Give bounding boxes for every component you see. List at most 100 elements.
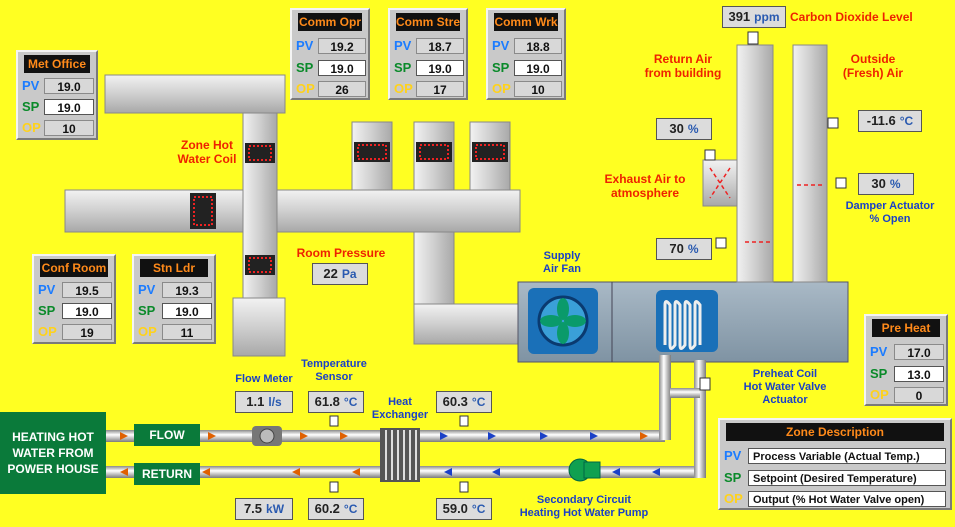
sp-value[interactable]: 13.0 — [894, 366, 944, 382]
sp-value[interactable]: 19.0 — [44, 99, 94, 115]
return-label: RETURN — [134, 463, 200, 485]
op-value: 17 — [416, 81, 464, 97]
power-unit: kW — [266, 502, 285, 516]
co2-unit: ppm — [754, 10, 780, 24]
supply-temp-readout: 61.8°C — [308, 391, 364, 413]
celsius-unit: °C — [471, 502, 486, 516]
legend-pv-key: PV — [724, 448, 742, 463]
pascal-unit: Pa — [341, 267, 357, 281]
op-label: OP — [492, 81, 511, 96]
pv-label: PV — [38, 282, 56, 297]
legend-title: Zone Description — [726, 423, 944, 441]
legend-op-text: Output (% Hot Water Valve open) — [748, 491, 946, 507]
pv-label: PV — [870, 344, 888, 359]
zone-panel-conf-room[interactable]: Conf Room PV 19.5 SP 19.0 OP 19 — [32, 254, 116, 344]
pv-value: 18.7 — [416, 38, 464, 54]
return-air-label: Return Air from building — [644, 52, 722, 80]
outside-air-duct — [792, 44, 828, 283]
supply-fan-label: Supply Air Fan — [543, 250, 581, 275]
outside-air-temp-value: -11.6 — [866, 113, 896, 128]
pv-label: PV — [138, 282, 156, 297]
pv-label: PV — [492, 38, 510, 53]
pump-icon — [568, 458, 601, 482]
flow-meter-icon — [252, 426, 282, 446]
power-value: 7.5 — [243, 501, 263, 516]
heating-source-label: HEATING HOT WATER FROM POWER HOUSE — [0, 412, 106, 494]
zone-title: Comm Opr — [298, 13, 362, 31]
op-value: 11 — [162, 324, 212, 340]
zone-panel-comm-stre[interactable]: Comm Stre PV 18.7 SP 19.0 OP 17 — [388, 8, 468, 100]
duct-main — [64, 189, 521, 233]
zone-hot-water-coil-label: Zone Hot Water Coil — [177, 138, 237, 166]
heat-exchanger-icon — [380, 428, 420, 482]
legend-sp-key: SP — [724, 470, 742, 485]
zone-panel-pre-heat[interactable]: Pre Heat PV 17.0 SP 13.0 OP 0 — [864, 314, 948, 406]
sp-label: SP — [296, 60, 314, 75]
op-value: 19 — [62, 324, 112, 340]
celsius-unit: °C — [343, 395, 358, 409]
return-temp-value: 60.2 — [314, 501, 340, 516]
op-label: OP — [394, 81, 413, 96]
pump-label: Secondary Circuit Heating Hot Water Pump — [519, 494, 649, 519]
legend-pv-text: Process Variable (Actual Temp.) — [748, 448, 946, 464]
sp-label: SP — [22, 99, 40, 114]
outside-air-damper-value: 30 — [871, 176, 886, 191]
outside-air-damper-readout: 30% — [858, 173, 914, 195]
op-value: 0 — [894, 387, 944, 403]
return-air-duct — [736, 44, 774, 283]
pv-value: 19.5 — [62, 282, 112, 298]
zone-panel-comm-wrk[interactable]: Comm Wrk PV 18.8 SP 19.0 OP 10 — [486, 8, 566, 100]
zone-title: Comm Wrk — [494, 13, 558, 31]
outside-air-label: Outside (Fresh) Air — [842, 52, 904, 80]
sp-value[interactable]: 19.0 — [62, 303, 112, 319]
secondary-supply-temp-value: 60.3 — [442, 394, 468, 409]
zone-title: Conf Room — [40, 259, 108, 277]
op-label: OP — [296, 81, 315, 96]
pv-value: 19.2 — [318, 38, 366, 54]
sp-value[interactable]: 19.0 — [318, 60, 366, 76]
celsius-unit: °C — [471, 395, 486, 409]
op-value: 10 — [514, 81, 562, 97]
zone-panel-stn-ldr[interactable]: Stn Ldr PV 19.3 SP 19.0 OP 11 — [132, 254, 216, 344]
pv-label: PV — [22, 78, 40, 93]
sp-value[interactable]: 19.0 — [416, 60, 464, 76]
zone-description-legend: Zone Description PV Process Variable (Ac… — [718, 418, 952, 510]
pv-value: 19.0 — [44, 78, 94, 94]
zone-title: Met Office — [24, 55, 90, 73]
duct-top — [104, 74, 286, 114]
co2-value: 391 — [728, 9, 751, 24]
room-pressure-value: 22 — [323, 266, 338, 281]
op-label: OP — [22, 120, 41, 135]
sp-value[interactable]: 19.0 — [162, 303, 212, 319]
supply-temp-value: 61.8 — [314, 394, 340, 409]
zone-coils — [190, 142, 508, 275]
damper-actuator-label: Damper Actuator % Open — [845, 200, 935, 225]
zone-panel-comm-opr[interactable]: Comm Opr PV 19.2 SP 19.0 OP 26 — [290, 8, 370, 100]
percent-unit: % — [687, 242, 699, 256]
sp-value[interactable]: 19.0 — [514, 60, 562, 76]
return-air-damper-value: 30 — [669, 121, 684, 136]
op-value: 26 — [318, 81, 366, 97]
percent-unit: % — [687, 122, 699, 136]
room-pressure-label: Room Pressure — [296, 246, 386, 260]
celsius-unit: °C — [343, 502, 358, 516]
legend-sp-text: Setpoint (Desired Temperature) — [748, 470, 946, 486]
sp-label: SP — [870, 366, 888, 381]
exhaust-damper-readout: 70% — [656, 238, 712, 260]
zone-panel-met-office[interactable]: Met Office PV 19.0 SP 19.0 OP 10 — [16, 50, 98, 140]
zone-title: Pre Heat — [872, 319, 940, 337]
flow-unit: l/s — [268, 395, 282, 409]
sp-label: SP — [138, 303, 156, 318]
sp-label: SP — [394, 60, 412, 75]
preheat-coil-icon — [656, 290, 718, 352]
op-value: 10 — [44, 120, 94, 136]
legend-op-key: OP — [724, 491, 743, 506]
outside-air-temp-readout: -11.6°C — [858, 110, 922, 132]
fan-icon — [528, 288, 598, 354]
sp-label: SP — [492, 60, 510, 75]
sp-label: SP — [38, 303, 56, 318]
